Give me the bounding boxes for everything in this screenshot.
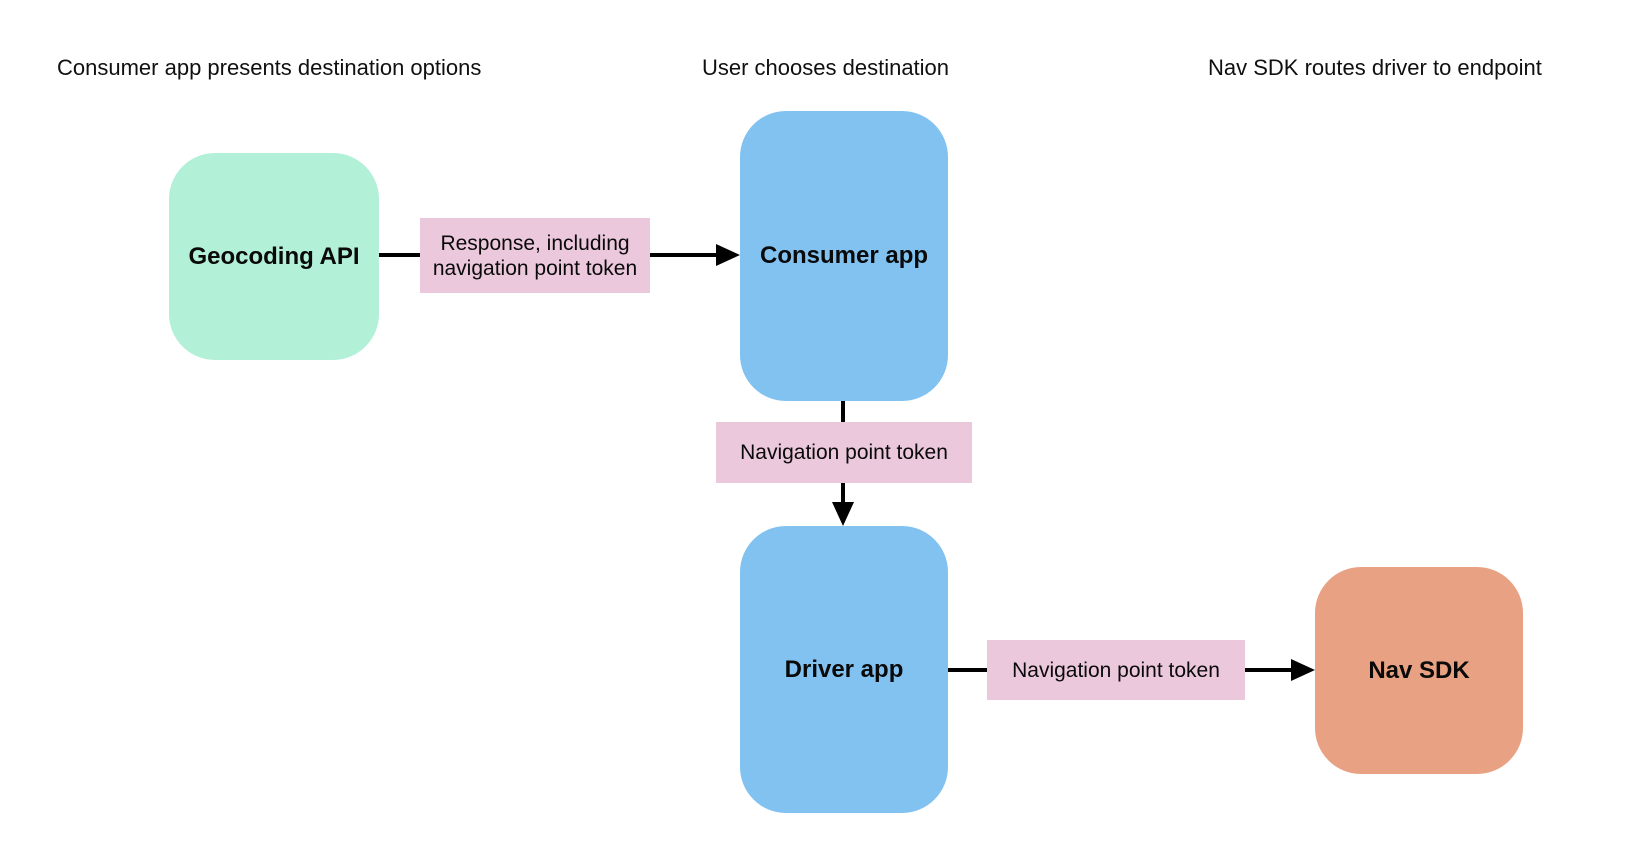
node-consumer-app: Consumer app: [740, 111, 948, 401]
column-header-navsdk-routes: Nav SDK routes driver to endpoint: [1208, 55, 1542, 80]
column-header-user-chooses: User chooses destination: [702, 55, 950, 80]
edge-label-response-including-token: Response, including navigation point tok…: [420, 218, 650, 293]
arrowhead-right-icon: [716, 244, 740, 266]
arrow-line: [948, 668, 987, 672]
column-header-consumer-presents: Consumer app presents destination option…: [57, 55, 482, 80]
arrow-line: [841, 401, 845, 422]
arrowhead-right-icon: [1291, 659, 1315, 681]
edge-label-navigation-point-token: Navigation point token: [987, 640, 1245, 700]
arrow-line: [650, 253, 716, 257]
node-geocoding-api: Geocoding API: [169, 153, 379, 360]
arrowhead-down-icon: [832, 502, 854, 526]
edge-label-navigation-point-token: Navigation point token: [716, 422, 972, 483]
arrow-line: [379, 253, 420, 257]
arrow-line: [1245, 668, 1291, 672]
arrow-line: [841, 483, 845, 502]
node-driver-app: Driver app: [740, 526, 948, 813]
node-nav-sdk: Nav SDK: [1315, 567, 1523, 774]
